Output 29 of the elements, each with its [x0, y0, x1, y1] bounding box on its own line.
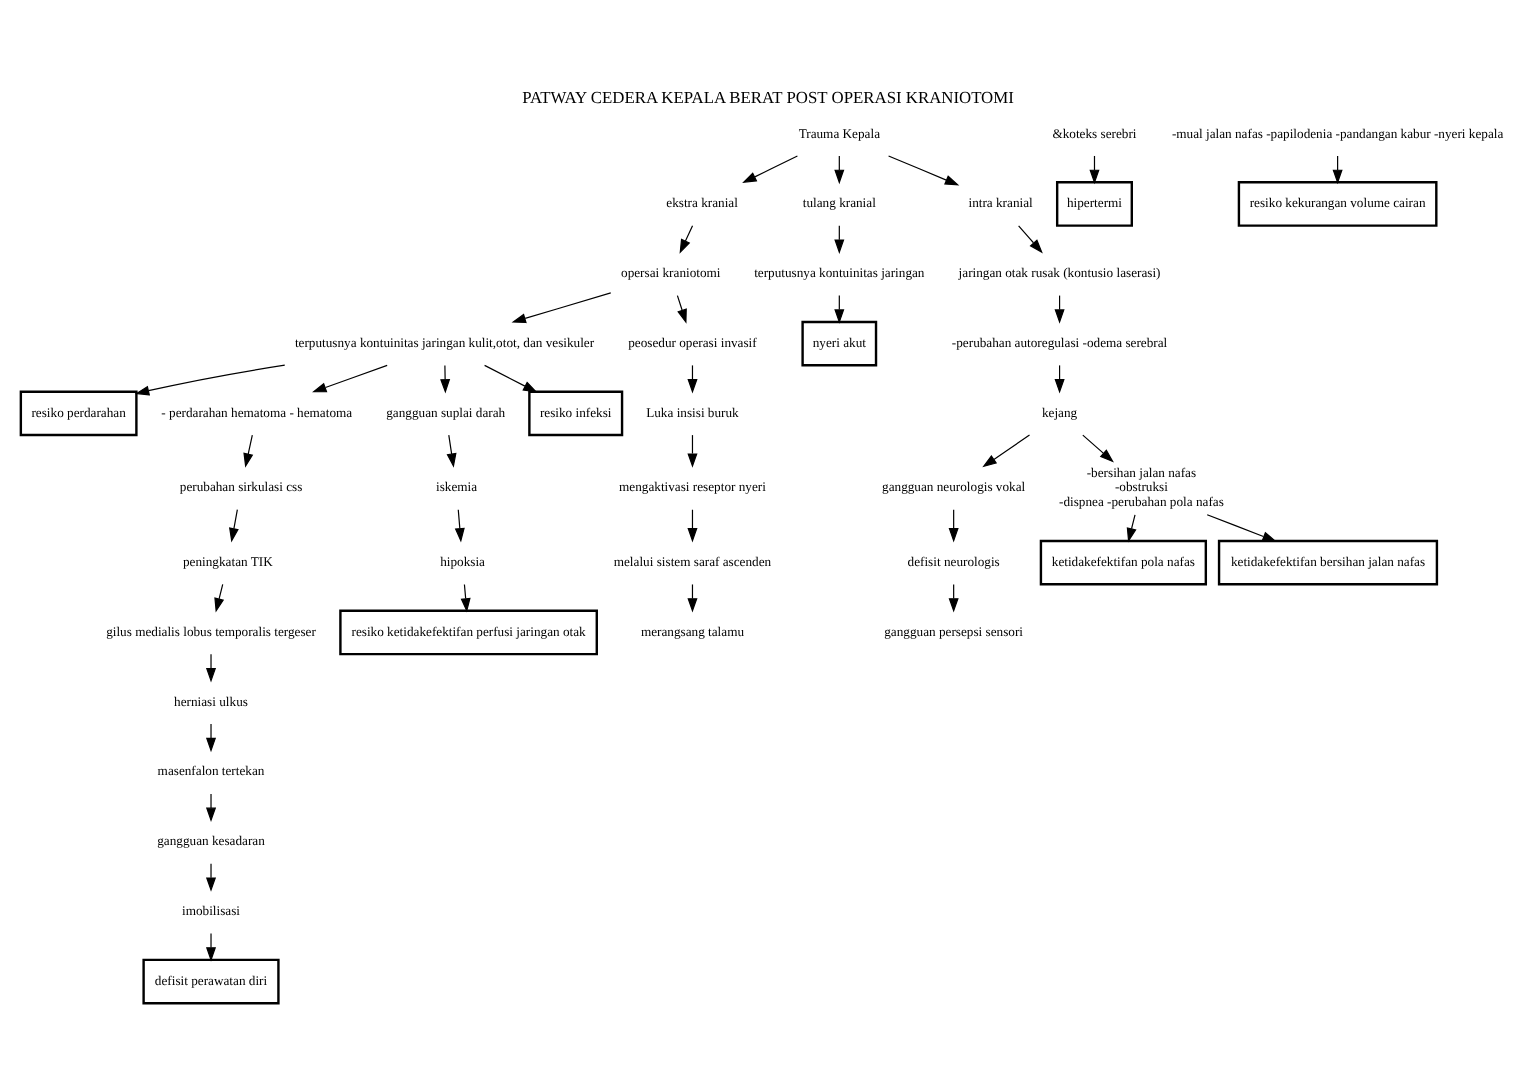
- arrow: [229, 508, 239, 542]
- arrow: [205, 652, 217, 682]
- arrow: [888, 154, 960, 185]
- arrow: [205, 792, 217, 822]
- arrow: [687, 508, 698, 542]
- arrow: [1082, 433, 1114, 462]
- arrow: [460, 582, 471, 612]
- arrow: [687, 433, 698, 467]
- arrow: [982, 433, 1031, 467]
- arrow: [312, 363, 388, 392]
- arrow: [243, 433, 254, 467]
- arrow: [205, 931, 217, 961]
- arrow: [742, 154, 798, 183]
- diagram-title: PATWAY CEDERA KEPALA BERAT POST OPERASI KRANIOTOMI: [522, 86, 1014, 107]
- arrow: [1206, 513, 1277, 541]
- arrow: [134, 363, 286, 395]
- arrow: [214, 582, 225, 612]
- arrow: [948, 508, 959, 542]
- arrow: [676, 293, 687, 323]
- arrow: [454, 508, 465, 542]
- arrow: [484, 363, 538, 392]
- arrow: [205, 722, 217, 752]
- arrow: [1018, 224, 1043, 253]
- arrow: [446, 433, 457, 467]
- arrow: [205, 862, 217, 891]
- arrow: [679, 224, 694, 253]
- arrow: [1126, 513, 1137, 542]
- arrow: [511, 291, 612, 323]
- arrow: [440, 363, 451, 393]
